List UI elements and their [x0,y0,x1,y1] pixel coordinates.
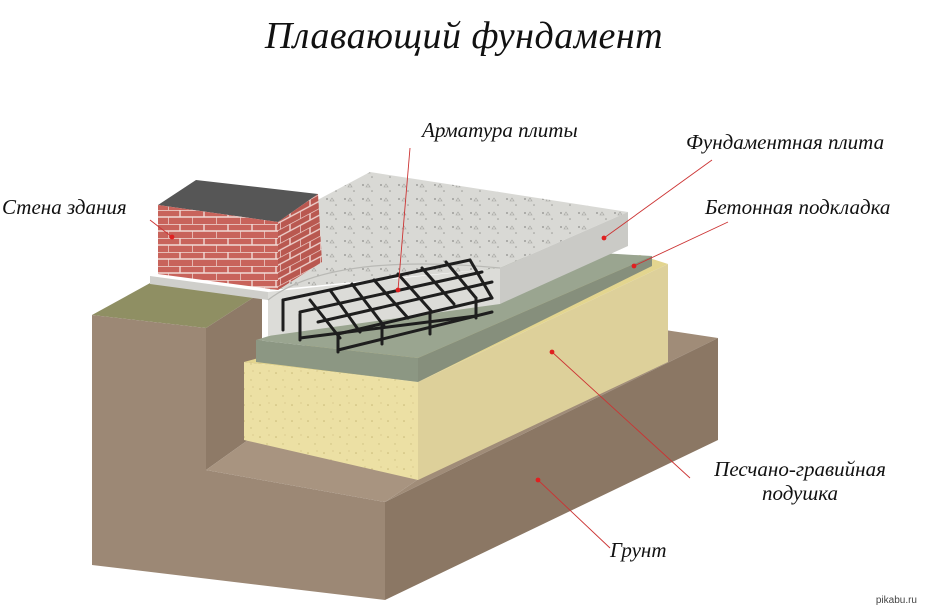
concrete-base-front [256,340,418,382]
label-foundation-slab: Фундаментная плита [686,130,885,154]
sand-cushion-side [418,264,668,480]
diagram-title: Плавающий фундамент [264,15,664,57]
ground-trench-floor [206,430,420,502]
slab-front [500,212,628,304]
rebar-grid [281,258,494,354]
ground-front-face [385,338,718,600]
label-ground: Грунт [610,538,667,562]
label-sand-gravel-cushion-line1: Песчано-гравийная [714,457,886,481]
slab-top [270,172,628,290]
slab-cut-arc [267,263,501,301]
ground-left-face [92,315,385,600]
sand-cushion-front [244,362,418,480]
ground-top [92,282,262,328]
brick-wall-side [278,194,322,290]
leader-lines [149,147,729,549]
label-sand-gravel-cushion-line2: подушка [761,481,839,505]
leader-dots [169,234,637,483]
brick-wall-cap [158,180,318,222]
watermark: pikabu.ru [870,594,922,607]
label-building-wall: Стена здания [2,195,127,219]
brick-wall-front [158,205,278,290]
label-rebar: Арматура плиты [422,118,578,142]
wall-base-strip [150,276,268,300]
label-concrete-base: Бетонная подкладка [705,195,891,219]
concrete-base-side [418,256,652,382]
